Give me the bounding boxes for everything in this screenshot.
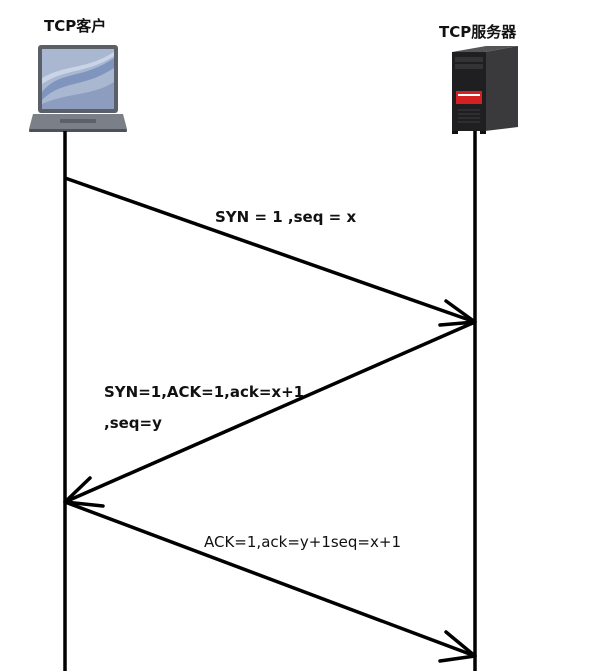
laptop-icon (29, 45, 127, 132)
server-label: TCP服务器 (439, 23, 517, 41)
syn-arrow (64, 176, 477, 327)
synack-message-label-continued: ,seq=y (104, 414, 162, 432)
server-tower-icon (452, 46, 518, 134)
ack-arrow (64, 500, 477, 663)
ack-message-label: ACK=1,ack=y+1seq=x+1 (204, 533, 401, 551)
client-label: TCP客户 (44, 17, 106, 35)
synack-message-label: SYN=1,ACK=1,ack=x+1 (104, 383, 304, 401)
syn-message-label: SYN = 1 ,seq = x (215, 208, 356, 226)
